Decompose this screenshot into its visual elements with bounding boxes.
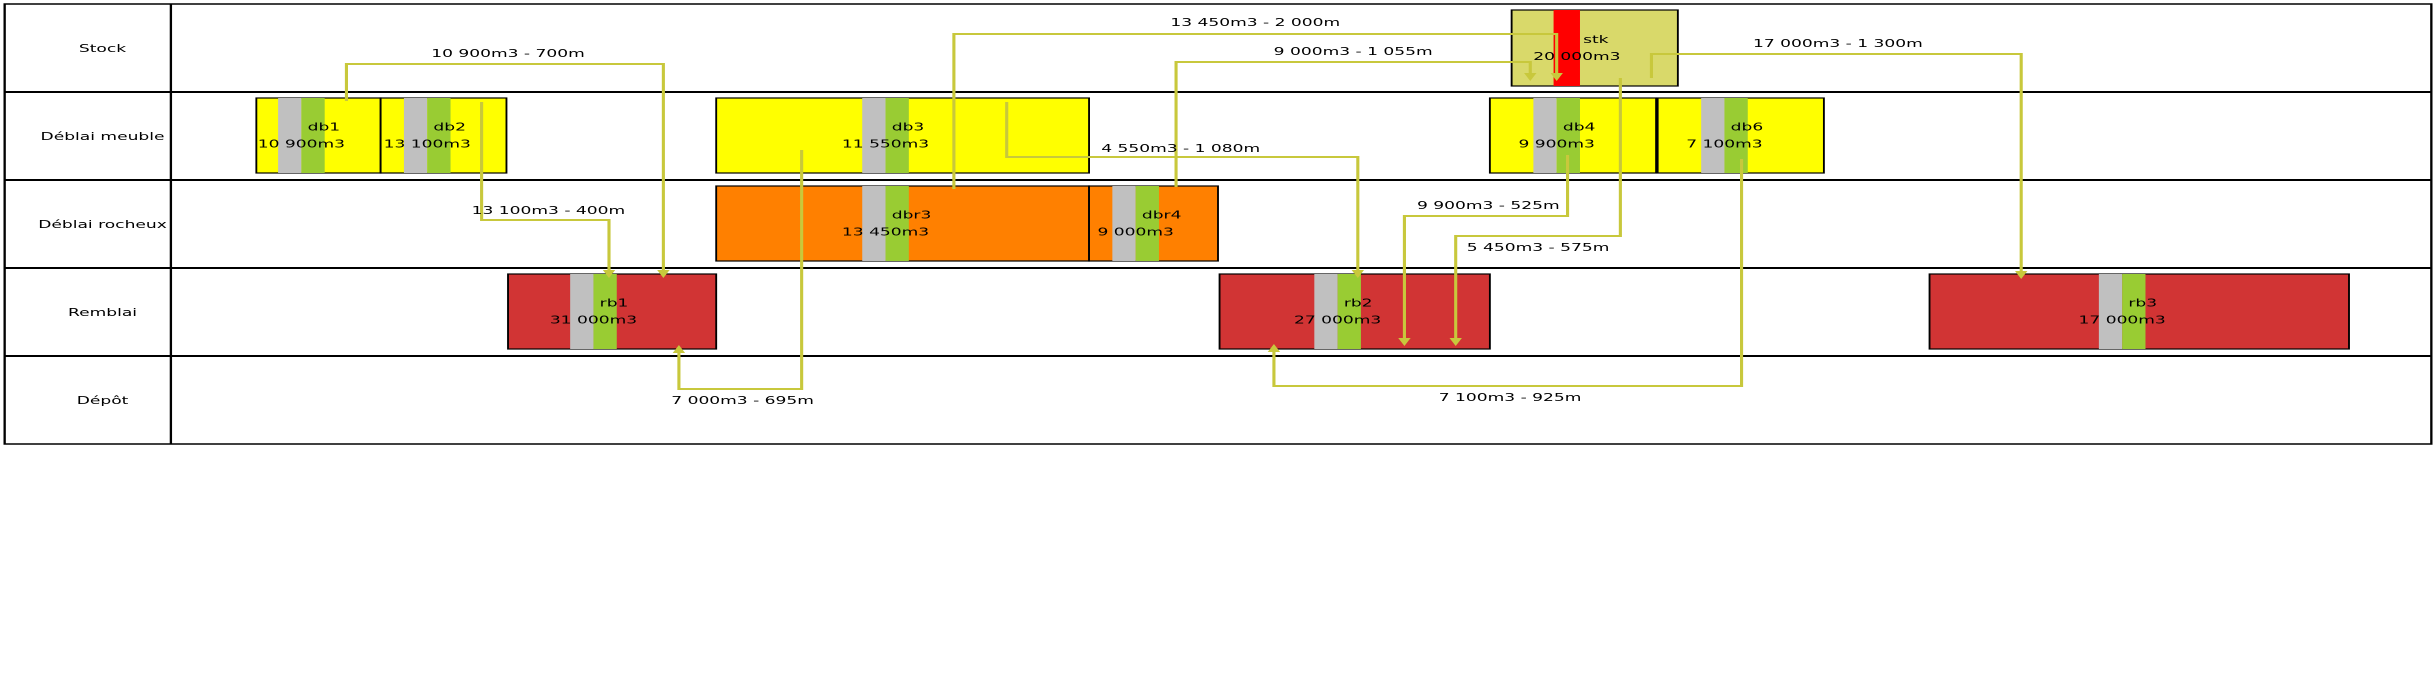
- flow-arrow: [1449, 78, 1622, 346]
- block-stk-name: stk: [1583, 34, 1609, 46]
- block-dbr3-name: dbr3: [892, 209, 932, 221]
- flow-db3-to-rb1: 7 000m3 - 695m: [671, 150, 814, 407]
- block-rb2-grey-band: [1314, 274, 1338, 349]
- flow-label: 17 000m3 - 1 300m: [1753, 38, 1923, 50]
- block-db6-green-band: [1724, 98, 1748, 173]
- block-db4-name: db4: [1563, 121, 1596, 133]
- flow-arrow: [480, 102, 616, 278]
- block-rb3-grey-band: [2098, 274, 2123, 349]
- block-dbr4-name: dbr4: [1142, 209, 1182, 221]
- flow-arrow: [952, 33, 1563, 189]
- block-db2-volume: 13 100m3: [384, 138, 471, 150]
- block-db1-volume: 10 900m3: [258, 138, 345, 150]
- block-stk-volume: 20 000m3: [1533, 51, 1620, 63]
- flow-dbr3-to-stk: 13 450m3 - 2 000m: [952, 17, 1563, 189]
- block-rb3: rb3 17 000m3: [1928, 273, 2350, 350]
- block-db4-green-band: [1556, 98, 1580, 173]
- block-db2: db2 13 100m3: [379, 97, 508, 174]
- block-db1: db1 10 900m3: [255, 97, 382, 174]
- flow-db3-to-rb2: 4 550m3 - 1 080m: [1005, 102, 1365, 278]
- flow-db4-to-rb2: 9 900m3 - 525m: [1398, 155, 1570, 346]
- block-rb3-name: rb3: [2128, 297, 2157, 309]
- flow-arrow: [1649, 53, 2028, 279]
- flow-label: 7 000m3 - 695m: [671, 395, 814, 407]
- lane-label-stock: Stock: [79, 43, 127, 55]
- block-db1-grey-band: [278, 98, 302, 173]
- flow-arrow: [672, 150, 804, 390]
- block-db3: db3 11 550m3: [715, 97, 1090, 174]
- flow-label: 13 450m3 - 2 000m: [1170, 17, 1340, 29]
- flow-label: 10 900m3 - 700m: [431, 48, 584, 60]
- block-rb2-name: rb2: [1344, 297, 1373, 309]
- block-db3-name: db3: [892, 121, 925, 133]
- flow-label: 13 100m3 - 400m: [472, 205, 625, 217]
- block-rb1: rb1 31 000m3: [507, 273, 718, 350]
- block-db4: db4 9 900m3: [1488, 97, 1658, 174]
- flow-stk-to-rb2: 5 450m3 - 575m: [1449, 78, 1622, 346]
- block-db2-grey-band: [403, 98, 428, 173]
- flow-arrow: [1398, 155, 1570, 346]
- block-rb1-volume: 31 000m3: [550, 314, 637, 326]
- flow-arrow: [1174, 61, 1537, 187]
- flow-db6-to-rb2: 7 100m3 - 925m: [1267, 159, 1744, 404]
- block-dbr4-grey-band: [1112, 186, 1136, 261]
- flow-label: 7 100m3 - 925m: [1439, 392, 1582, 404]
- flow-label: 5 450m3 - 575m: [1467, 242, 1610, 254]
- flow-arrow: [1267, 159, 1744, 387]
- block-db6-volume: 7 100m3: [1686, 138, 1762, 150]
- block-rb1-green-band: [593, 274, 617, 349]
- block-db2-green-band: [427, 98, 451, 173]
- flow-label: 9 000m3 - 1 055m: [1274, 46, 1433, 58]
- block-db3-green-band: [885, 98, 909, 173]
- block-dbr4-green-band: [1135, 186, 1159, 261]
- block-db1-name: db1: [308, 121, 341, 133]
- block-db3-grey-band: [862, 98, 886, 173]
- block-rb3-green-band: [2122, 274, 2146, 349]
- flow-stk-to-rb3: 17 000m3 - 1 300m: [1649, 38, 2028, 279]
- block-db3-volume: 11 550m3: [842, 138, 929, 150]
- flow-db1-to-rb1: 10 900m3 - 700m: [344, 48, 670, 278]
- block-rb1-name: rb1: [600, 297, 629, 309]
- block-dbr3-volume: 13 450m3: [842, 226, 929, 238]
- block-db2-name: db2: [433, 121, 466, 133]
- block-db6-name: db6: [1731, 121, 1764, 133]
- block-db4-grey-band: [1533, 98, 1557, 173]
- flow-arrow: [1005, 102, 1365, 278]
- block-db4-volume: 9 900m3: [1518, 138, 1594, 150]
- flow-arrow: [344, 63, 670, 278]
- block-dbr3-green-band: [885, 186, 909, 261]
- block-db1-green-band: [301, 98, 325, 173]
- block-rb3-volume: 17 000m3: [2079, 314, 2166, 326]
- block-rb2-volume: 27 000m3: [1294, 314, 1381, 326]
- lane-label-remblai: Remblai: [68, 307, 137, 319]
- block-rb1-grey-band: [570, 274, 594, 349]
- flow-label: 4 550m3 - 1 080m: [1101, 143, 1260, 155]
- lane-label-deblai-rocheux: Déblai rocheux: [38, 219, 167, 231]
- block-rb2-green-band: [1337, 274, 1361, 349]
- flow-db2-to-rb1: 13 100m3 - 400m: [472, 102, 625, 278]
- block-rb2: rb2 27 000m3: [1218, 273, 1491, 350]
- flows: 10 900m3 - 700m 13 100m3 - 400m 7 000m3 - …: [344, 17, 2028, 407]
- block-dbr4: dbr4 9 000m3: [1088, 185, 1219, 262]
- block-dbr3: dbr3 13 450m3: [715, 185, 1090, 262]
- lane-label-deblai-meuble: Déblai meuble: [41, 131, 165, 143]
- block-db6: db6 7 100m3: [1656, 97, 1825, 174]
- lane-label-depot: Dépôt: [77, 395, 129, 407]
- block-dbr3-grey-band: [862, 186, 886, 261]
- flow-dbr4-to-stk: 9 000m3 - 1 055m: [1174, 46, 1537, 187]
- flow-label: 9 900m3 - 525m: [1417, 200, 1560, 212]
- block-dbr4-volume: 9 000m3: [1097, 226, 1173, 238]
- block-db6-grey-band: [1701, 98, 1725, 173]
